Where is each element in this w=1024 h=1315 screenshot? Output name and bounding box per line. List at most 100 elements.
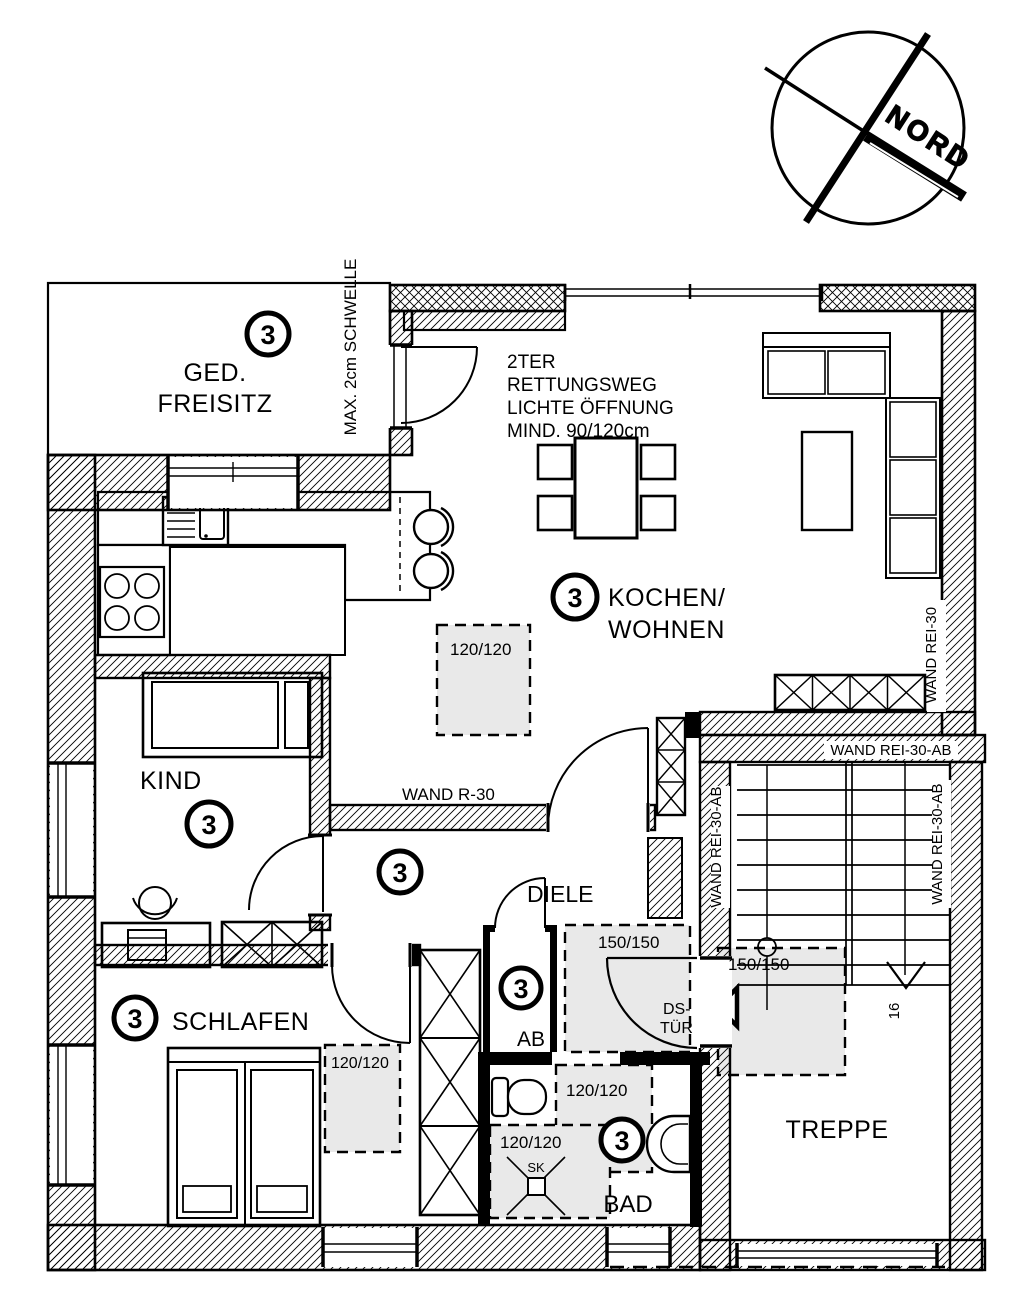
bar-stool	[412, 552, 450, 590]
label-sk: SK	[527, 1160, 545, 1175]
bad-number: 3	[598, 1116, 646, 1164]
window-terrace-caps	[166, 456, 300, 509]
shaft-x	[774, 674, 926, 711]
schlafen-number: 3	[111, 994, 159, 1042]
label-freisitz-1: GED.	[183, 359, 246, 387]
bad-wall-right	[690, 1052, 702, 1227]
ab-door-swing	[494, 877, 546, 929]
label-zone-treppe: 150/150	[728, 955, 789, 974]
label-zone-bad-left: 120/120	[500, 1133, 561, 1152]
wall-top-b	[818, 283, 977, 313]
ab-wall-left	[483, 925, 490, 1052]
corridor-wardrobe	[418, 948, 482, 1217]
label-box	[927, 600, 946, 712]
bar-stool-back	[440, 506, 455, 548]
doors	[248, 346, 698, 1050]
wardrobe-dividers	[420, 1037, 480, 1127]
label-schlafen: SCHLAFEN	[172, 1008, 309, 1036]
label-rettungsweg-3: LICHTE ÖFFNUNG	[507, 398, 674, 419]
desk-chair-back	[132, 897, 178, 916]
label-rettungsweg-4: MIND. 90/120cm	[507, 421, 650, 442]
schlafen-furniture	[166, 1046, 322, 1228]
living-area	[762, 332, 941, 579]
window-terrace-lines	[168, 462, 298, 482]
wall-top-a2	[402, 309, 567, 332]
diele-number-text: 3	[392, 858, 407, 888]
kitchen-worktop	[169, 546, 346, 656]
label-freisitz-2: FREISITZ	[157, 390, 272, 418]
stove-burner	[104, 573, 130, 599]
bad-fixtures	[490, 1076, 692, 1216]
sofa-cushion	[827, 350, 886, 395]
double-bed-lines	[168, 1061, 320, 1226]
labels: GED. FREISITZ MAX. 2cm SCHWELLE 2TER RET…	[140, 259, 952, 1218]
label-ds-tuer-1: DS-	[663, 1001, 691, 1018]
schlafen-door-stub	[410, 945, 420, 965]
window-kind-caps	[48, 761, 95, 899]
sink-faucet	[204, 534, 208, 538]
dining-chair	[639, 443, 677, 481]
wall-right-upper	[940, 309, 977, 737]
openings	[48, 284, 945, 1269]
stair-arrow-down	[886, 961, 926, 990]
kind-door-caps	[308, 833, 332, 917]
toilet-tank	[490, 1076, 510, 1118]
dining-table	[573, 436, 639, 540]
kochen-number-text: 3	[567, 583, 582, 613]
entry-door-swing	[605, 956, 698, 1050]
label-rettungsweg-2: RETTUNGSWEG	[507, 375, 657, 396]
label-rettungsweg-1: 2TER	[507, 352, 556, 373]
bad-wall-left	[478, 1052, 490, 1225]
ab-wall-right	[550, 925, 557, 1052]
label-bad: BAD	[603, 1191, 652, 1218]
zone-schlafen-120	[323, 1043, 402, 1154]
label-kochen-2: WOHNEN	[608, 616, 725, 644]
stove-burner	[134, 573, 160, 599]
label-steps-16: 16	[886, 1003, 903, 1020]
compass-north-axis	[803, 32, 931, 224]
kochen-door-gap	[546, 803, 650, 832]
bed-cover-right	[256, 1185, 308, 1213]
washbasin	[645, 1114, 692, 1174]
schlafen-door-caps	[330, 943, 412, 967]
bad-wall-top-right	[620, 1052, 710, 1065]
stair-treads	[737, 764, 950, 986]
entry-door-caps	[700, 956, 732, 1048]
window-schlafen-caps	[48, 1043, 95, 1187]
label-zone-schlafen: 120/120	[331, 1055, 389, 1072]
window-bad-lines	[607, 1243, 670, 1253]
wall-stairwell-right	[948, 760, 984, 1272]
schlafen-door-gap	[328, 943, 412, 967]
label-diele: DIELE	[527, 881, 593, 907]
kind-pillow	[284, 681, 309, 749]
coffee-table	[800, 430, 854, 532]
entry-door-gap	[698, 956, 732, 1048]
wall-apartment-south	[698, 710, 977, 737]
label-kochen-1: KOCHEN/	[608, 584, 725, 612]
kind-number-text: 3	[201, 810, 216, 840]
wall-top-a	[388, 283, 567, 313]
zone-diele-150	[563, 923, 692, 1054]
label-wand-rei30: WAND REI-30	[923, 607, 940, 703]
sofa-cushion	[889, 401, 937, 458]
balcony-door-caps	[390, 343, 412, 430]
dining-chair	[536, 494, 574, 532]
label-wand-rei30ab-left: WAND REI-30-AB	[708, 786, 725, 907]
window-bottom1-lines	[323, 1243, 417, 1253]
label-box	[711, 786, 730, 908]
window-bad-caps	[605, 1227, 672, 1267]
stair-stringer	[845, 762, 853, 985]
window-kind-lines	[57, 763, 67, 897]
schlafen-door-swing	[331, 964, 411, 1044]
bed-cover-left	[182, 1185, 232, 1213]
bar-stool-back	[440, 550, 455, 592]
stove-burner	[134, 605, 160, 631]
label-ds-tuer-2: TÜR	[660, 1019, 693, 1037]
window-kind-gap	[50, 763, 93, 897]
kind-mattress	[151, 681, 279, 749]
stairs	[737, 762, 950, 1010]
label-schwelle: MAX. 2cm SCHWELLE	[341, 259, 360, 436]
shaft-wall	[685, 712, 700, 738]
